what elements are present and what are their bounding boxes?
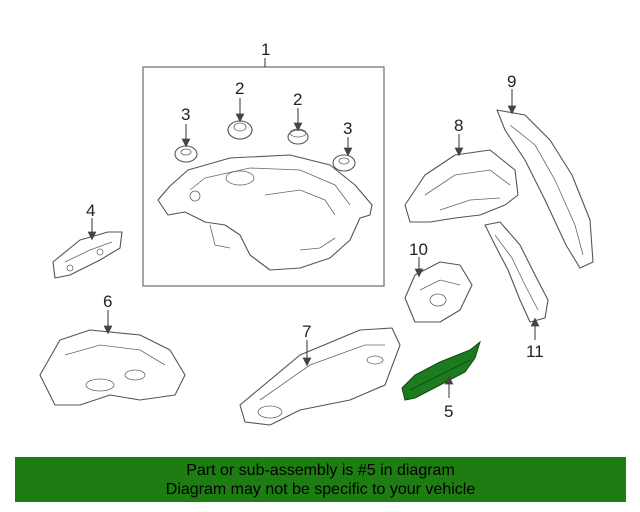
assembly-box bbox=[142, 66, 385, 287]
info-banner: Part or sub-assembly is #5 in diagram Di… bbox=[15, 457, 626, 502]
callout-3b: 3 bbox=[343, 119, 352, 138]
part-3-grommet-b[interactable] bbox=[332, 154, 356, 172]
callout-10: 10 bbox=[409, 240, 428, 259]
callout-1: 1 bbox=[261, 40, 270, 59]
callout-8: 8 bbox=[454, 116, 463, 135]
callout-4: 4 bbox=[86, 201, 95, 220]
part-11-shield[interactable] bbox=[484, 221, 549, 323]
part-6-heat-shield[interactable] bbox=[39, 329, 186, 406]
banner-line-2: Diagram may not be specific to your vehi… bbox=[165, 480, 476, 498]
callout-3a: 3 bbox=[181, 105, 190, 124]
callout-2b: 2 bbox=[293, 90, 302, 109]
part-10-bracket[interactable] bbox=[404, 261, 473, 323]
callout-9: 9 bbox=[507, 72, 516, 91]
part-2-grommet-a[interactable] bbox=[227, 120, 253, 140]
part-3-grommet-a[interactable] bbox=[174, 145, 198, 163]
part-5-highlighted[interactable] bbox=[401, 340, 481, 401]
banner-line-1: Part or sub-assembly is #5 in diagram bbox=[186, 461, 455, 479]
callout-2a: 2 bbox=[235, 79, 244, 98]
part-1-engine-cover[interactable] bbox=[157, 154, 373, 271]
callout-11: 11 bbox=[526, 342, 544, 361]
part-4-bracket[interactable] bbox=[52, 231, 123, 279]
part-8-shield[interactable] bbox=[404, 149, 519, 223]
part-7-underbody-tray[interactable] bbox=[239, 327, 401, 426]
part-2-grommet-b[interactable] bbox=[287, 128, 309, 145]
callout-5: 5 bbox=[444, 402, 453, 421]
callout-6: 6 bbox=[103, 292, 112, 311]
callout-7: 7 bbox=[302, 322, 311, 341]
part-9-long-shield[interactable] bbox=[496, 109, 594, 269]
